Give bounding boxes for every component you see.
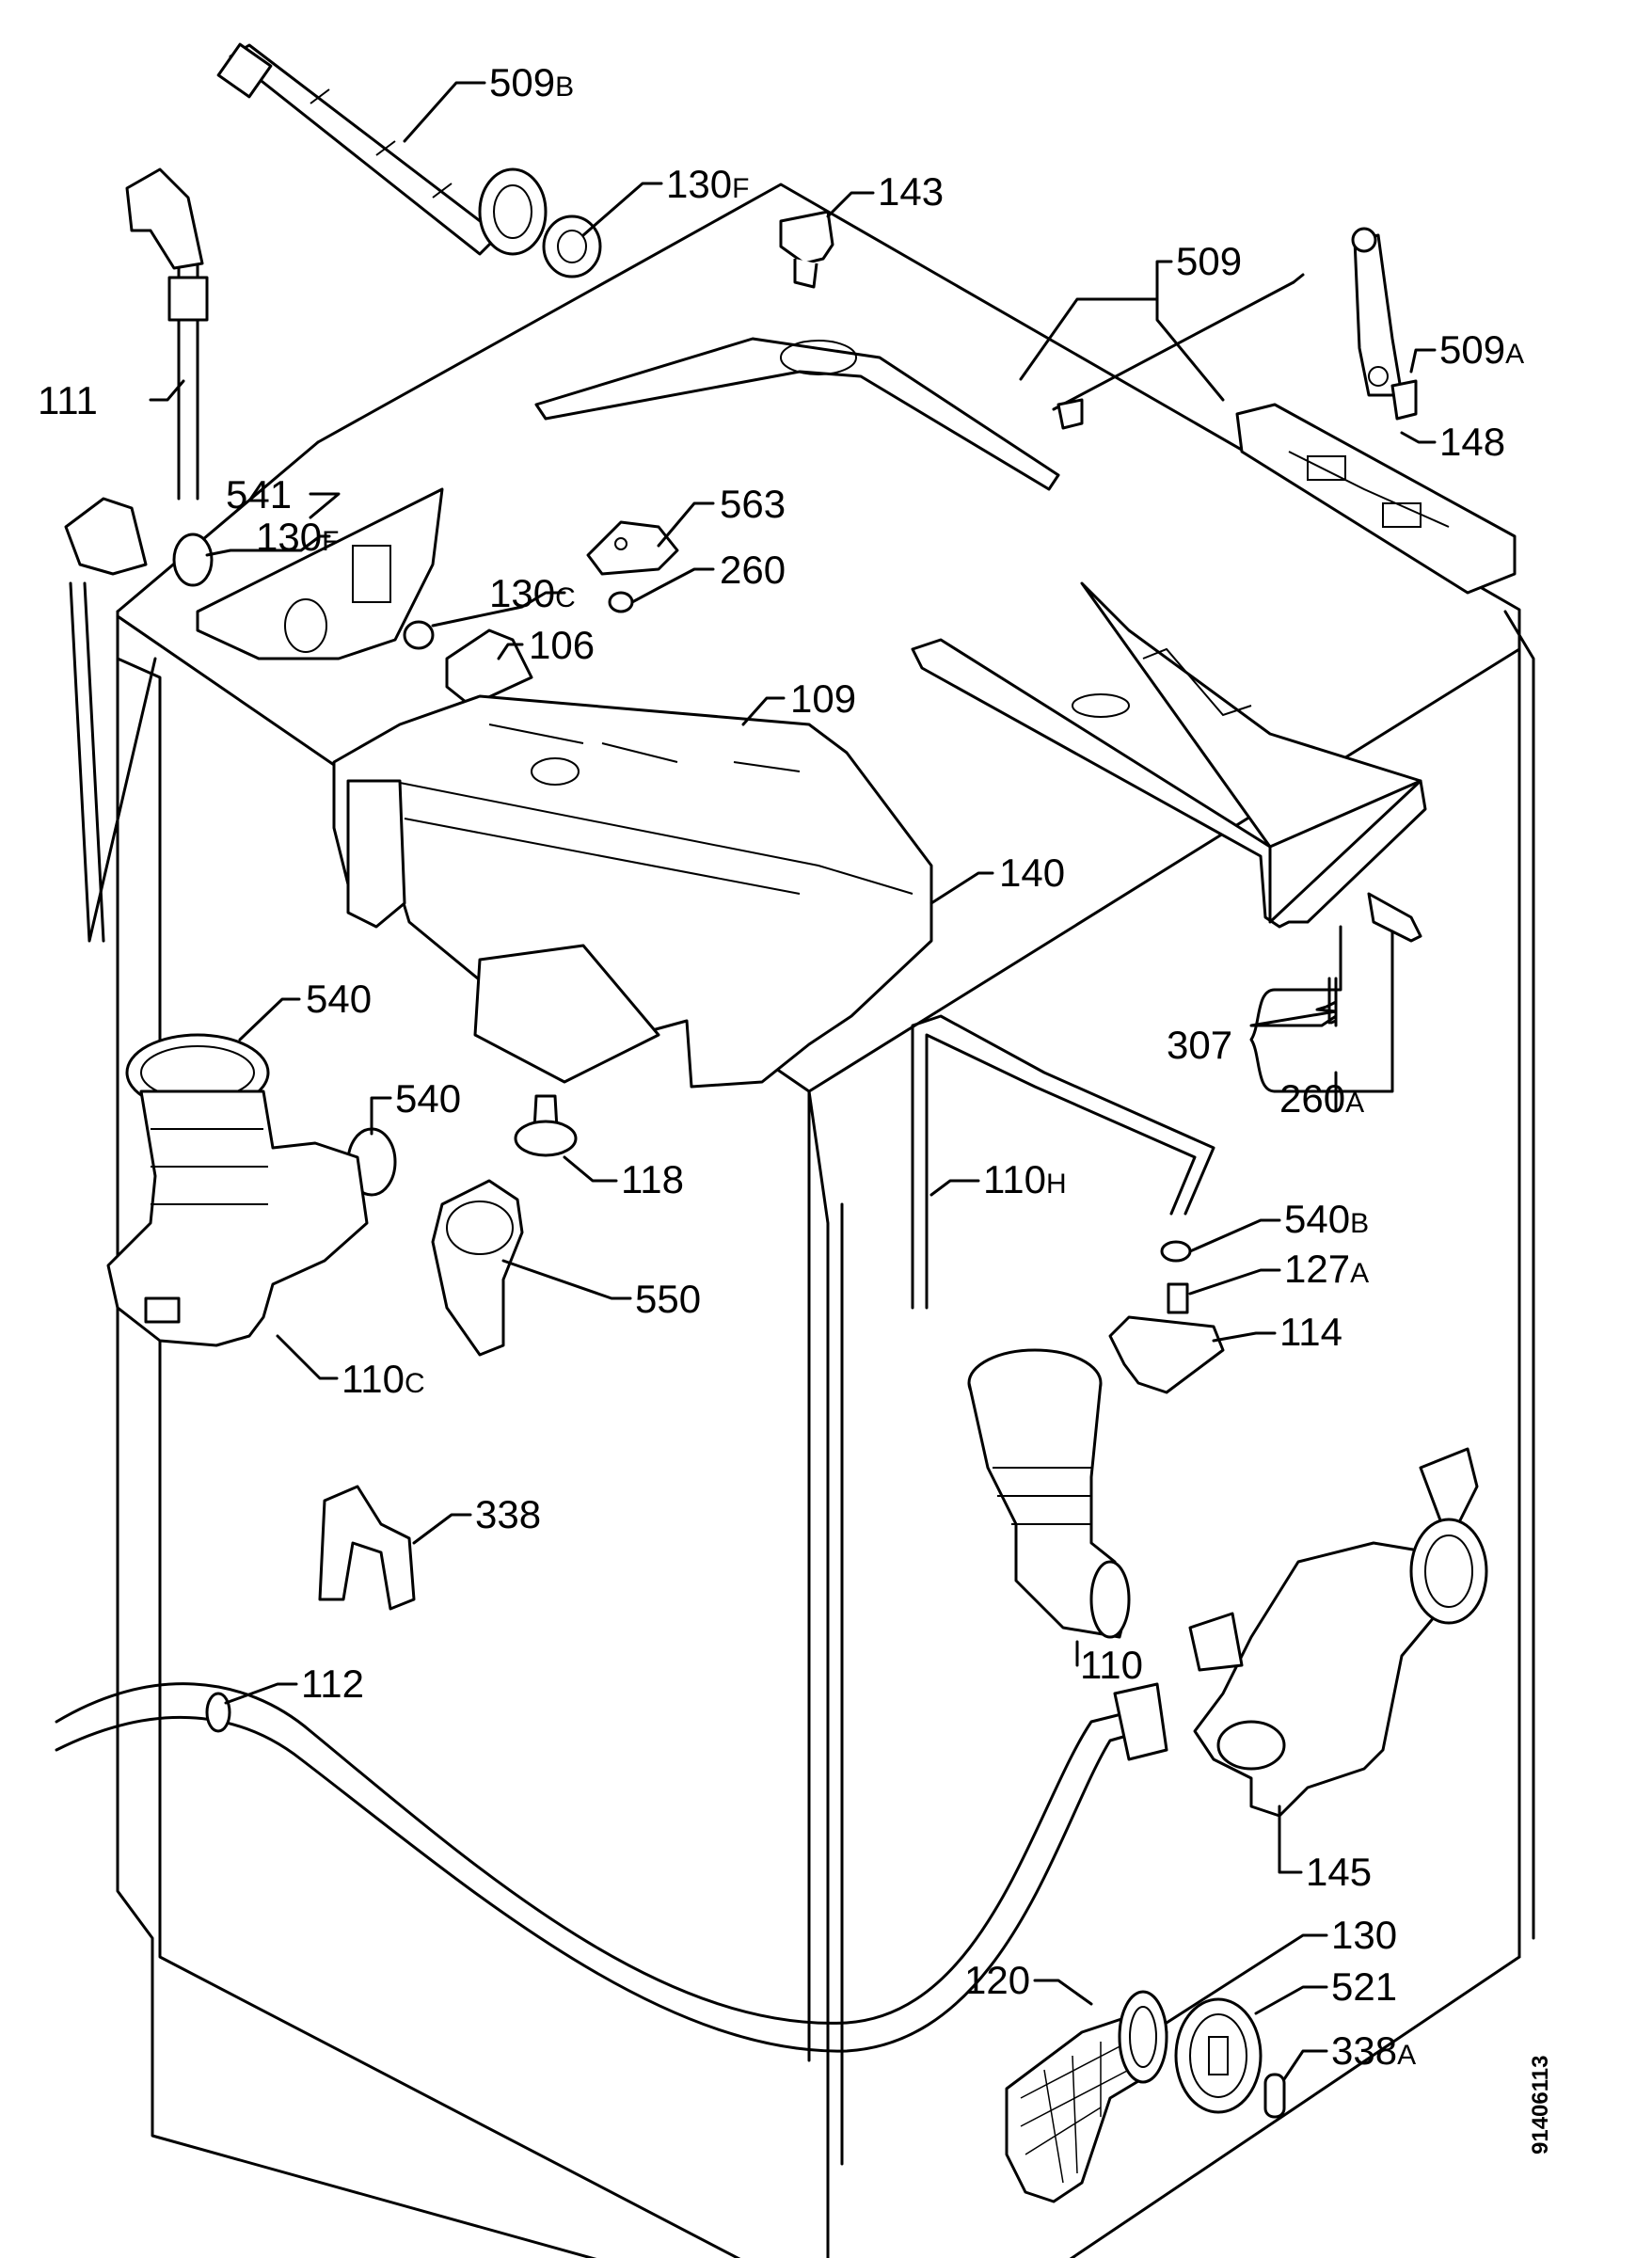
bracket-550 xyxy=(431,1179,524,1357)
gasket-130c xyxy=(403,620,435,650)
callout-109: 109 xyxy=(790,676,856,721)
callout-130f: 130F xyxy=(256,515,339,559)
callout-106: 106 xyxy=(529,623,595,667)
callout-540b: 540B xyxy=(1284,1197,1369,1241)
callout-540-top: 540 xyxy=(306,977,372,1021)
valve-106 xyxy=(445,628,533,708)
callout-338a: 338A xyxy=(1331,2028,1416,2073)
callout-130: 130 xyxy=(1331,1913,1397,1957)
clip-338a xyxy=(1263,2073,1286,2119)
gasket-130f xyxy=(172,533,214,587)
callout-148: 148 xyxy=(1439,420,1505,464)
gasket-130f-top xyxy=(542,215,602,278)
cam-563 xyxy=(586,520,679,576)
callout-540-side: 540 xyxy=(395,1076,461,1121)
wheel-118 xyxy=(514,1094,578,1157)
callout-127a: 127A xyxy=(1284,1247,1369,1291)
callout-labels: 509B 130F 143 509 509A 148 111 541 130F … xyxy=(38,60,1524,2073)
callout-509: 509 xyxy=(1176,239,1242,283)
callout-130c: 130C xyxy=(489,571,576,615)
callout-110c: 110C xyxy=(342,1357,425,1401)
drawer-307 xyxy=(911,581,1427,929)
hose-110h xyxy=(911,1014,1215,1310)
inlet-pipe xyxy=(216,42,548,256)
knob xyxy=(779,210,834,289)
elbow-110 xyxy=(967,1348,1131,1639)
drain-hose-112 xyxy=(55,1682,1168,2053)
drawer-handle xyxy=(1235,403,1517,595)
callout-260: 260 xyxy=(720,548,786,592)
callout-118: 118 xyxy=(621,1157,684,1201)
callout-338: 338 xyxy=(475,1492,541,1536)
callout-509a: 509A xyxy=(1439,327,1524,372)
gasket-130 xyxy=(1118,1990,1168,2084)
callout-110: 110 xyxy=(1080,1643,1143,1687)
clamp-540b xyxy=(1160,1240,1192,1263)
valve-127a xyxy=(1167,1282,1189,1314)
callout-521: 521 xyxy=(1331,1964,1397,2009)
inlet-hose xyxy=(125,167,209,501)
callout-140: 140 xyxy=(999,851,1065,895)
callout-120: 120 xyxy=(964,1958,1030,2002)
bracket-114 xyxy=(1108,1315,1225,1394)
drawing-code: 91406113 xyxy=(1528,2056,1553,2155)
leader-lines xyxy=(149,81,1437,2081)
callout-111: 111 xyxy=(38,378,98,422)
callout-112: 112 xyxy=(301,1662,364,1706)
pipe-110c xyxy=(106,1089,369,1347)
callout-143: 143 xyxy=(878,169,944,214)
clip-260a xyxy=(1367,892,1422,943)
pump-housing-145 xyxy=(1188,1447,1488,1818)
lever xyxy=(1351,227,1418,421)
callout-509b: 509B xyxy=(489,60,574,104)
clip-338 xyxy=(318,1485,416,1611)
callout-130f-top: 130F xyxy=(666,162,749,206)
callout-110h: 110H xyxy=(983,1157,1067,1201)
callout-563: 563 xyxy=(720,482,786,526)
callout-541: 541 xyxy=(226,472,292,517)
bracket-541 xyxy=(196,487,444,660)
callout-145: 145 xyxy=(1306,1850,1372,1894)
spring-260 xyxy=(608,591,634,613)
callout-260a: 260A xyxy=(1279,1076,1364,1121)
callout-114: 114 xyxy=(1279,1310,1342,1354)
hose-111-lower xyxy=(64,497,157,943)
callout-307: 307 xyxy=(1167,1023,1232,1067)
cap-521 xyxy=(1174,1997,1263,2114)
dispenser-arms xyxy=(534,273,1305,491)
callout-550: 550 xyxy=(635,1277,701,1321)
dispenser-housing xyxy=(332,694,933,1089)
